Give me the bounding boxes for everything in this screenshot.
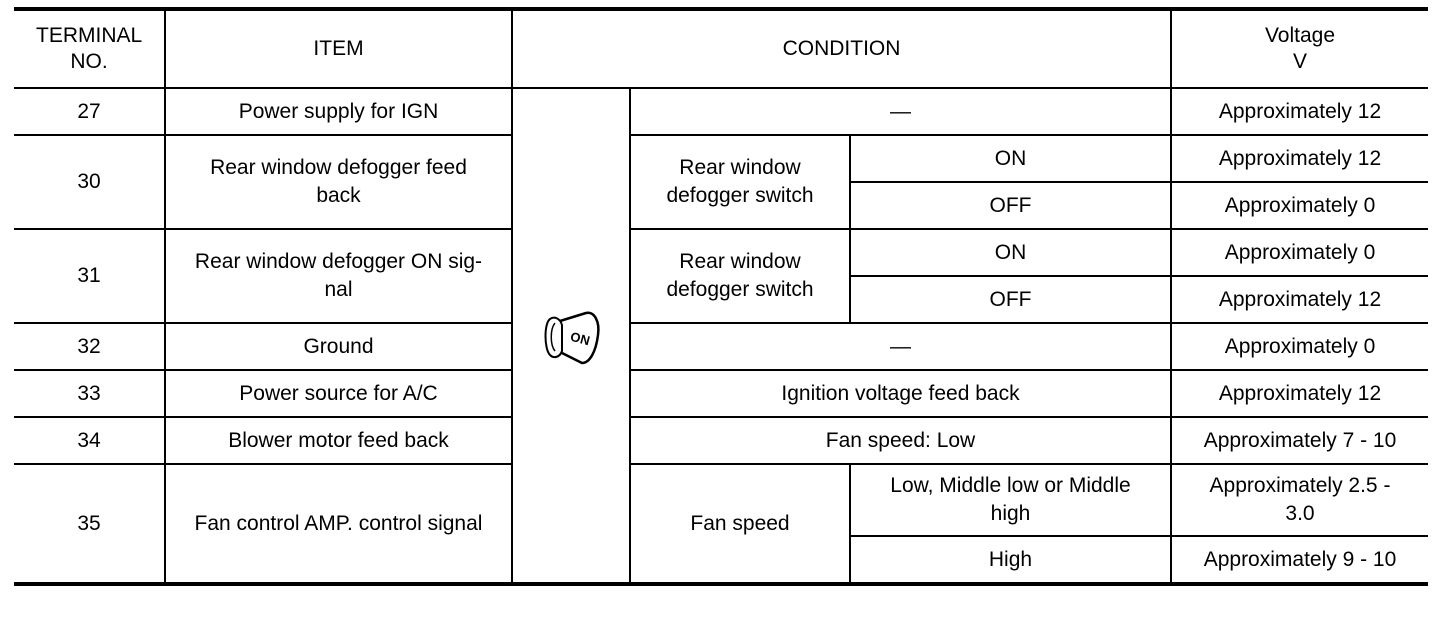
- switch-state-off: OFF: [850, 275, 1172, 324]
- switch-state-on: ON: [849, 134, 1172, 183]
- header-voltage: Voltage V: [1170, 8, 1428, 89]
- terminal-cell: 33: [14, 369, 166, 418]
- voltage-cell: Approximately 12: [1170, 134, 1428, 183]
- table-row-30-off: OFF Approximately 0: [14, 181, 1428, 230]
- table-row-31-off: OFF Approximately 12: [14, 275, 1428, 324]
- terminal-cell: 31: [14, 228, 166, 324]
- item-cell: Blower motor feed back: [164, 416, 513, 465]
- item-cell: Ground: [164, 322, 513, 371]
- header-voltage-label: Voltage: [1264, 24, 1336, 47]
- voltage-cell: Approximately 0: [1170, 181, 1428, 230]
- ignition-key-on-icon: ON: [544, 311, 600, 364]
- ignition-key-cell: ON: [511, 87, 631, 585]
- item-cell: Fan control AMP. control signal: [164, 463, 513, 585]
- condition-cell: —: [629, 87, 1172, 136]
- voltage-cell: Approximately 12: [1170, 87, 1428, 136]
- table-row-35-high: High Approximately 9 - 10: [14, 535, 1428, 585]
- voltage-cell: Approximately 0: [1170, 228, 1428, 277]
- table-row-27: 27 Power supply for IGN ON — Approximate…: [14, 87, 1428, 585]
- table-row-32: 32 Ground — Approximately 0: [14, 322, 1428, 371]
- voltage-cell: Approximately 2.5 - 3.0: [1170, 463, 1428, 537]
- terminal-cell: 30: [14, 134, 166, 230]
- table-row-31-on: 31 Rear window defogger ON sig-nal Rear …: [14, 228, 1428, 324]
- terminal-cell: 34: [14, 416, 166, 465]
- fan-speed-low-range: Low, Middle low or Middle high: [849, 463, 1172, 537]
- fan-speed-high: High: [850, 535, 1172, 585]
- voltage-cell: Approximately 0: [1170, 322, 1428, 371]
- item-cell: Power source for A/C: [164, 369, 513, 418]
- item-cell: Power supply for IGN: [164, 87, 513, 136]
- key-on-label: ON: [569, 328, 592, 348]
- switch-state-off: OFF: [850, 181, 1172, 230]
- header-terminal-no: TERMINAL NO.: [14, 8, 166, 89]
- switch-state-on: ON: [849, 228, 1172, 277]
- table-row-30-on: 30 Rear window defogger feed back Rear w…: [14, 134, 1428, 230]
- header-row: TERMINAL NO. ITEM CONDITION Voltage V: [14, 8, 1428, 89]
- terminal-cell: 35: [14, 463, 166, 585]
- voltage-cell: Approximately 9 - 10: [1170, 535, 1428, 585]
- table-row-35-low: 35 Fan control AMP. control signal Fan s…: [14, 463, 1428, 585]
- condition-cell: Fan speed: Low: [629, 416, 1172, 465]
- condition-cell: Fan speed: [629, 463, 851, 585]
- condition-cell: Ignition voltage feed back: [629, 369, 1172, 418]
- condition-cell: —: [629, 322, 1172, 371]
- terminal-condition-table: TERMINAL NO. ITEM CONDITION Voltage V 27…: [14, 7, 1428, 586]
- condition-cell: Rear window defogger switch: [629, 134, 851, 230]
- table-row-34: 34 Blower motor feed back Fan speed: Low…: [14, 416, 1428, 465]
- header-item: ITEM: [164, 8, 513, 89]
- item-cell: Rear window defogger ON sig-nal: [164, 228, 513, 324]
- voltage-cell: Approximately 12: [1170, 275, 1428, 324]
- condition-cell: Rear window defogger switch: [629, 228, 851, 324]
- voltage-cell: Approximately 12: [1170, 369, 1428, 418]
- item-cell: Rear window defogger feed back: [164, 134, 513, 230]
- voltage-cell: Approximately 7 - 10: [1170, 416, 1428, 465]
- header-condition: CONDITION: [511, 8, 1172, 89]
- header-voltage-unit: V: [1292, 50, 1307, 73]
- terminal-cell: 32: [14, 322, 166, 371]
- terminal-cell: 27: [14, 87, 166, 136]
- table-row-33: 33 Power source for A/C Ignition voltage…: [14, 369, 1428, 418]
